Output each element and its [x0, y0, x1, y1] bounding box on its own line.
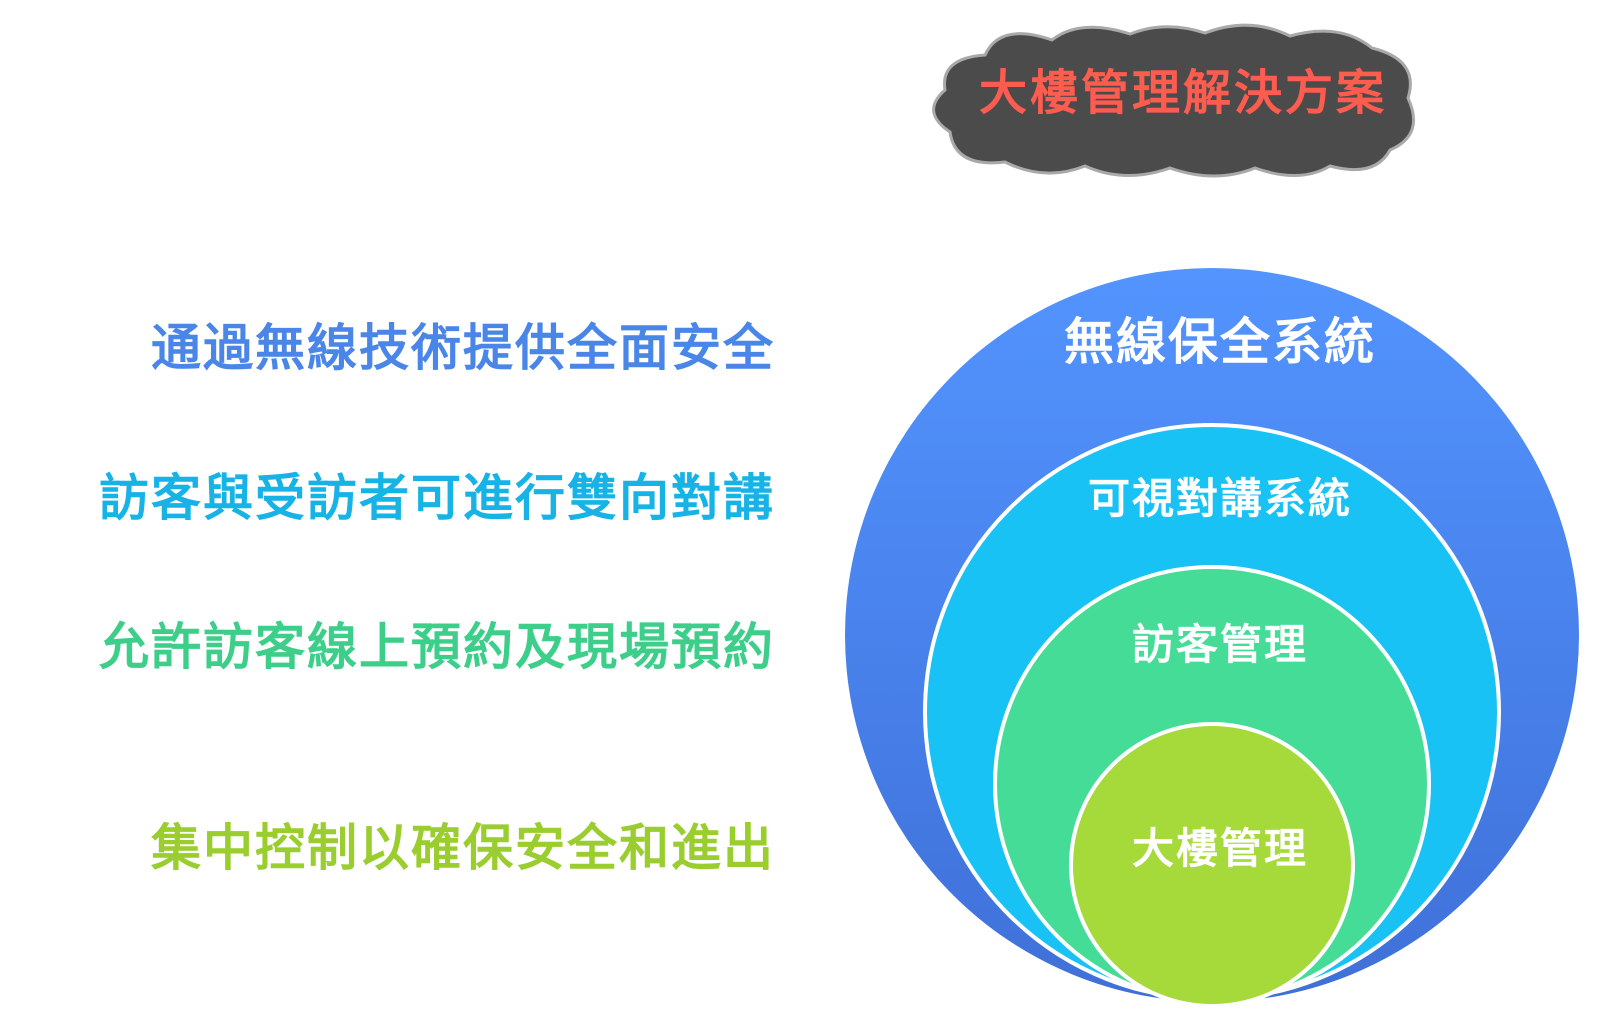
feature-line-wireless-security: 通過無線技術提供全面安全 [151, 319, 775, 377]
diagram-title: 大樓管理解決方案 [978, 65, 1387, 121]
ring-label-wireless-security: 無線保全系統 [1064, 313, 1376, 371]
title-cloud [932, 23, 1416, 178]
ring-label-video-intercom: 可視對講系統 [1087, 474, 1352, 523]
ring-label-building-management: 大樓管理 [1131, 824, 1308, 873]
feature-line-central-control: 集中控制以確保安全和進出 [151, 819, 775, 877]
feature-line-visitor-booking: 允許訪客線上預約及現場預約 [99, 618, 775, 676]
feature-line-video-intercom: 訪客與受訪者可進行雙向對講 [99, 469, 775, 527]
ring-label-visitor-management: 訪客管理 [1131, 620, 1308, 669]
ring-inner [1069, 722, 1355, 1008]
